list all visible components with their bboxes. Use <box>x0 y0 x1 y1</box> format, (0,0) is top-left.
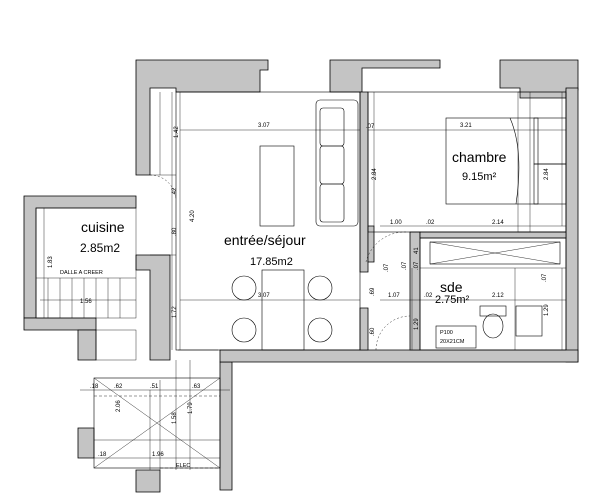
wall-lower-right <box>219 361 233 491</box>
dimension-label: 4.20 <box>190 210 196 222</box>
wall-top-middle <box>329 59 441 93</box>
wall-slab-bottom <box>219 349 579 363</box>
dimension-label: .07 <box>384 263 390 272</box>
dimension-label: 41 <box>414 247 420 254</box>
dimension-label: .02 <box>424 293 433 299</box>
dimension-label: .60 <box>370 327 376 336</box>
washbasin <box>515 305 543 337</box>
dimension-label: 1.79 <box>188 402 194 414</box>
wall-right <box>565 87 579 363</box>
note-p100: P100 <box>440 330 453 336</box>
dimension-label: 1.72 <box>172 306 178 318</box>
dimension-label: .07 <box>402 261 408 270</box>
dimension-label: .63 <box>192 384 201 390</box>
inner-lines <box>35 91 567 470</box>
wall-cuisine-bottom <box>23 317 97 331</box>
furniture <box>149 99 567 351</box>
dimension-label: 1.29 <box>414 318 420 330</box>
dimension-label: 1.96 <box>152 452 164 458</box>
dimension-labels: 3.07 .07 3.21 1.42 2.84 2.84 4.20 .42 .8… <box>48 123 550 458</box>
dimension-label: 1.29 <box>544 304 550 316</box>
dimension-label: .18 <box>98 452 107 458</box>
room-area-sejour: 17.85m2 <box>250 256 293 268</box>
shower <box>429 241 561 265</box>
dimension-label: 2.84 <box>544 168 550 180</box>
chair <box>307 275 333 301</box>
sofa <box>315 99 359 227</box>
note-dalle: DALLE A CREER <box>60 270 103 276</box>
dimension-label: 3.21 <box>460 123 472 129</box>
dimension-label: .02 <box>426 220 435 226</box>
room-name-sejour: entrée/séjour <box>224 232 306 248</box>
note-p100-size: 20X21CM <box>440 339 465 345</box>
dining-table <box>261 269 305 351</box>
room-area-chambre: 9.15m² <box>462 171 497 183</box>
room-name-chambre: chambre <box>452 149 507 165</box>
dimension-label: 1.42 <box>174 126 180 138</box>
dimension-label: 2.84 <box>372 168 378 180</box>
dimension-label: 1.07 <box>388 293 400 299</box>
wall-left-mid <box>135 254 171 361</box>
room-area-cuisine: 2.85m2 <box>80 241 120 255</box>
dimension-label: .07 <box>414 261 420 270</box>
note-elec: ELEC <box>176 463 190 469</box>
dimension-label: 3.07 <box>258 123 270 129</box>
partition-sde-top <box>367 225 375 263</box>
room-name-cuisine: cuisine <box>81 219 125 235</box>
dimension-label: .51 <box>150 384 159 390</box>
dimension-label: .62 <box>114 384 123 390</box>
room-name-sde: sde <box>440 279 463 295</box>
p100-box <box>435 325 477 349</box>
walls <box>23 59 579 493</box>
room-area-sde: 2.75m² <box>435 294 470 306</box>
wall-bottom <box>135 469 161 493</box>
wall-bottom-landing <box>77 427 95 459</box>
toilet-tank <box>479 305 507 317</box>
dimension-label: .18 <box>90 384 99 390</box>
partition-sde <box>359 307 369 351</box>
dimension-label: 1.58 <box>172 412 178 424</box>
dimension-label: 1.56 <box>80 299 92 305</box>
dimension-label: 1.83 <box>48 256 54 268</box>
partition-chambre-bottom <box>419 231 567 239</box>
dimension-label: .42 <box>172 187 178 196</box>
chair <box>307 317 333 343</box>
wall-lower-left <box>77 329 97 361</box>
wall-top-left <box>135 59 269 176</box>
chair <box>231 275 257 301</box>
dimension-label: .69 <box>370 287 376 296</box>
bed <box>445 117 539 205</box>
dimension-label: 2.06 <box>116 400 122 412</box>
dimension-label: 2.12 <box>492 293 504 299</box>
dimension-label: 3.07 <box>258 293 270 299</box>
chair <box>231 317 257 343</box>
dimension-label: .07 <box>366 124 375 130</box>
partition-chambre <box>359 91 369 273</box>
dimension-lines <box>40 92 566 470</box>
dimension-label: 2.14 <box>492 220 504 226</box>
toilet-bowl <box>482 313 504 339</box>
dimension-label: .80 <box>172 227 178 236</box>
dimension-label: .07 <box>542 273 548 282</box>
coffee-table <box>259 145 295 227</box>
dimension-label: 1.00 <box>390 220 402 226</box>
